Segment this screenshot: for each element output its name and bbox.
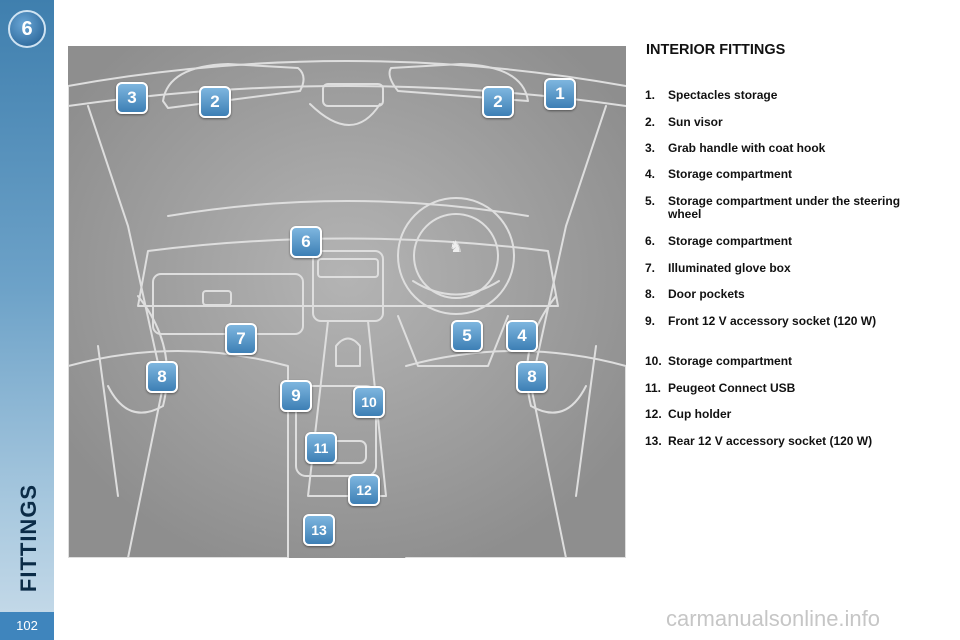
list-item: 10.Storage compartment xyxy=(645,354,793,368)
list-item: 3.Grab handle with coat hook xyxy=(645,141,826,155)
callout-9: 9 xyxy=(280,380,312,412)
watermark: carmanualsonline.info xyxy=(666,606,881,631)
panel-title: INTERIOR FITTINGS xyxy=(646,42,786,58)
callout-11: 11 xyxy=(305,432,337,464)
callout-2: 2 xyxy=(482,86,514,118)
list-item: 1.Spectacles storage xyxy=(645,88,778,102)
chapter-number: 6 xyxy=(21,18,33,40)
brand-lion-icon: ♞ xyxy=(449,237,463,256)
section-title: FITTINGS xyxy=(14,480,44,595)
fittings-list: 1.Spectacles storage 2.Sun visor 3.Grab … xyxy=(645,89,935,475)
section-title-text: FITTINGS xyxy=(16,483,41,592)
callout-7: 7 xyxy=(225,323,257,355)
chapter-sidebar: 6 FITTINGS 102 xyxy=(0,0,54,640)
page-number: 102 xyxy=(0,612,54,640)
callout-8: 8 xyxy=(146,361,178,393)
list-item: 7.Illuminated glove box xyxy=(645,261,791,275)
cabin-drawing: ♞ xyxy=(68,46,626,558)
callout-12: 12 xyxy=(348,474,380,506)
callout-13: 13 xyxy=(303,514,335,546)
callout-2: 2 xyxy=(199,86,231,118)
callout-3: 3 xyxy=(116,82,148,114)
interior-illustration: ♞ 1 2 2 3 4 5 6 7 8 8 9 10 11 12 13 xyxy=(68,46,626,558)
list-item: 4.Storage compartment xyxy=(645,167,793,181)
chapter-badge: 6 xyxy=(8,10,46,48)
callout-8: 8 xyxy=(516,361,548,393)
list-item: 13.Rear 12 V accessory socket (120 W) xyxy=(645,434,873,448)
callout-1: 1 xyxy=(544,78,576,110)
list-item: 12.Cup holder xyxy=(645,407,732,421)
list-item: 2.Sun visor xyxy=(645,115,723,129)
callout-10: 10 xyxy=(353,386,385,418)
list-item: 11.Peugeot Connect USB xyxy=(645,381,796,395)
list-item: 5.Storage compartment under the steering… xyxy=(645,194,901,221)
callout-5: 5 xyxy=(451,320,483,352)
list-item: 6.Storage compartment xyxy=(645,234,793,248)
callout-6: 6 xyxy=(290,226,322,258)
list-item: 9.Front 12 V accessory socket (120 W) xyxy=(645,314,877,328)
callout-4: 4 xyxy=(506,320,538,352)
list-item: 8.Door pockets xyxy=(645,287,745,301)
